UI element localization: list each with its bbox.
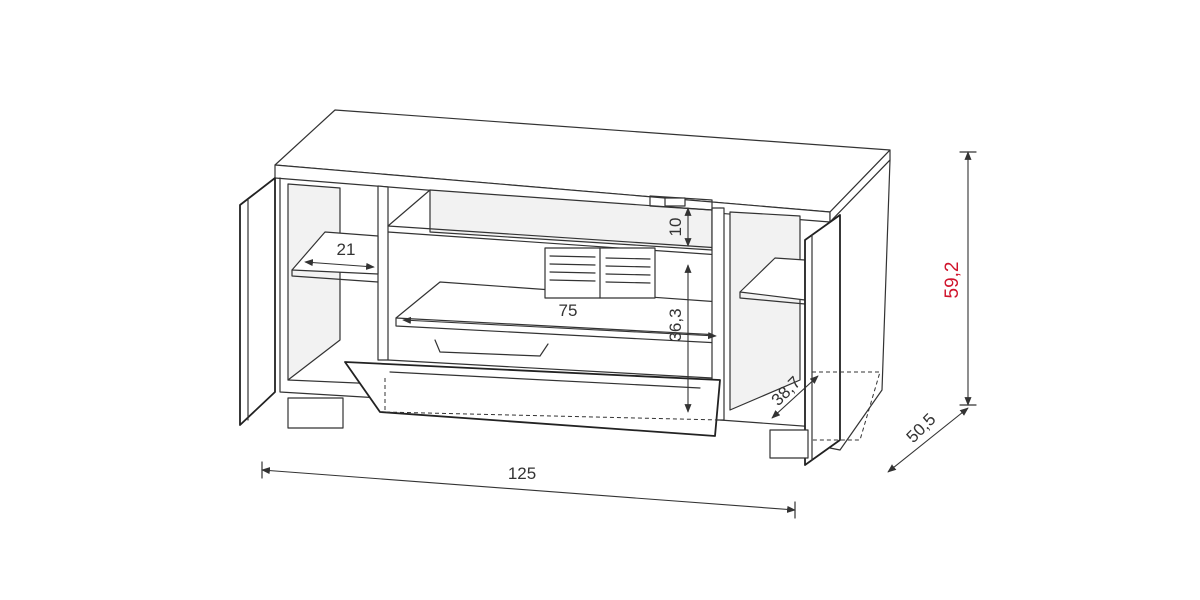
center-shelf-width-dimension: 75 <box>402 301 717 340</box>
top-compartment-height-dimension: 10 <box>666 207 692 247</box>
width-label: 125 <box>508 464 536 483</box>
height-label: 59,2 <box>942 262 963 299</box>
center-opening-height-dimension: 36,3 <box>666 264 692 413</box>
depth-dimension: 50,5 <box>887 407 969 473</box>
center-shelf-width-label: 75 <box>559 301 578 320</box>
left-shelf-depth-dimension: 21 <box>304 240 375 270</box>
depth-label: 50,5 <box>903 410 940 447</box>
top-compartment-height-label: 10 <box>666 218 685 237</box>
cabinet-body <box>274 109 891 451</box>
right-door-sweep <box>812 371 881 441</box>
vent-grille <box>544 247 656 299</box>
flap-door <box>344 361 721 437</box>
feet <box>287 397 809 459</box>
left-door <box>239 177 276 426</box>
left-shelf-depth-label: 21 <box>337 240 356 259</box>
center-opening-height-label: 36,3 <box>666 308 685 341</box>
height-dimension: 59,2 <box>942 151 977 406</box>
width-dimension: 125 <box>261 461 796 519</box>
right-door <box>804 214 841 466</box>
